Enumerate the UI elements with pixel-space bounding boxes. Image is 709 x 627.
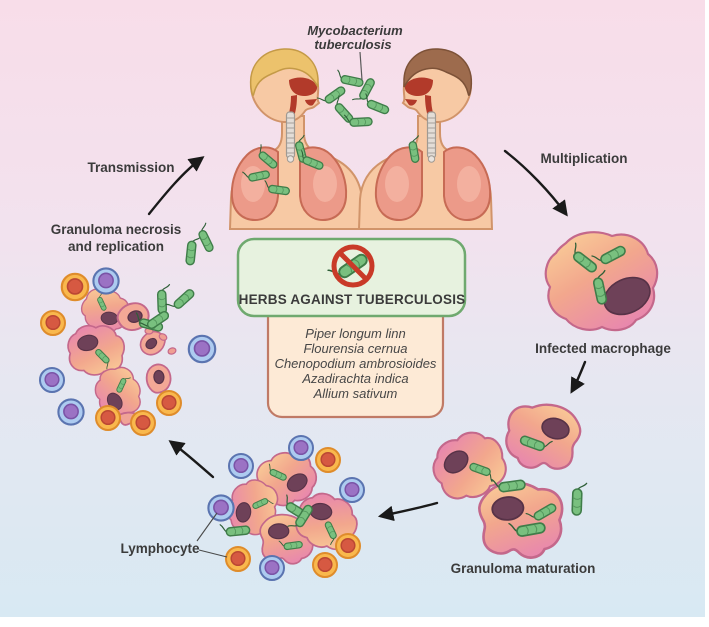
label-granuloma-necrosis-line1: Granuloma necrosis [51,222,182,237]
label-multiplication: Multiplication [541,151,628,166]
no-bacteria-prohibition-icon [327,244,375,288]
pathogen-label-line1: Mycobacterium [307,23,403,38]
arrow-multiplication [503,149,568,217]
herb-item-5: Allium sativum [313,386,398,401]
hair-blonde [249,48,319,96]
label-granuloma-necrosis-line2: and replication [68,239,164,254]
infected-macrophage [544,231,659,332]
label-transmission: Transmission [87,160,174,175]
herb-item-1: Piper longum linn [305,326,405,341]
pathogen-label-line2: tuberculosis [314,37,391,52]
herb-item-4: Azadirachta indica [301,371,408,386]
cycle-arrows [147,149,587,522]
hair-brown [403,48,473,96]
arrow-to-granuloma [377,501,439,522]
human-left [229,48,364,230]
human-right [358,48,493,230]
herbs-title-box: HERBS AGAINST TUBERCULOSIS [236,237,467,318]
tb-cycle-diagram: Mycobacterium tuberculosis Transmission … [0,0,705,617]
herb-item-3: Chenopodium ambrosioides [275,356,437,371]
herb-item-2: Flourensia cernua [303,341,407,356]
herb-box-title: HERBS AGAINST TUBERCULOSIS [239,292,466,307]
arrow-transmission [147,156,205,216]
label-lymphocyte: Lymphocyte [120,541,200,556]
label-infected-macrophage: Infected macrophage [535,341,671,356]
label-granuloma-maturation: Granuloma maturation [451,561,596,576]
lymphocyte-pointer-lines [196,512,228,558]
arrow-to-maturation [570,360,587,394]
arrow-to-necrosis [168,440,215,479]
pathogen-pointer-line [359,51,363,81]
